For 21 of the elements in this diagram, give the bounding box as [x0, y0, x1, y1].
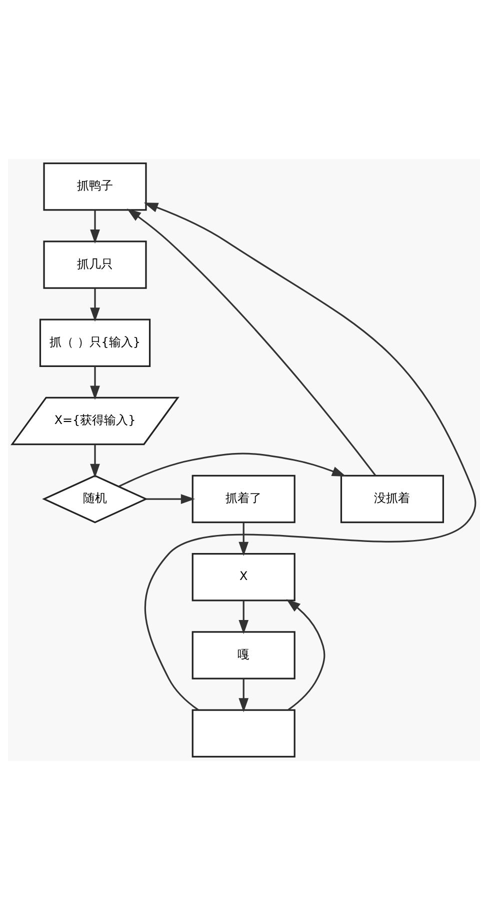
arrow	[238, 678, 249, 712]
node-box	[192, 709, 296, 758]
arrow	[144, 202, 476, 711]
arrow	[118, 452, 346, 488]
arrow	[238, 522, 249, 556]
arrow	[286, 599, 326, 710]
node-box: 嘎	[192, 631, 296, 680]
arrow	[90, 366, 100, 400]
node-box: 抓鸭子	[43, 162, 147, 211]
node-diamond: 随机	[42, 474, 148, 524]
arrow	[90, 210, 100, 244]
arrow	[126, 208, 376, 476]
arrow	[90, 288, 100, 322]
arrow	[238, 600, 249, 634]
node-box: 抓着了	[192, 474, 296, 524]
arrow	[146, 494, 196, 504]
node-box: 抓（ ）只{输入}	[39, 318, 151, 367]
arrow	[90, 444, 100, 478]
node-box: 抓几只	[43, 240, 147, 289]
node-box: X	[192, 553, 296, 602]
node-box: 没抓着	[340, 474, 444, 524]
